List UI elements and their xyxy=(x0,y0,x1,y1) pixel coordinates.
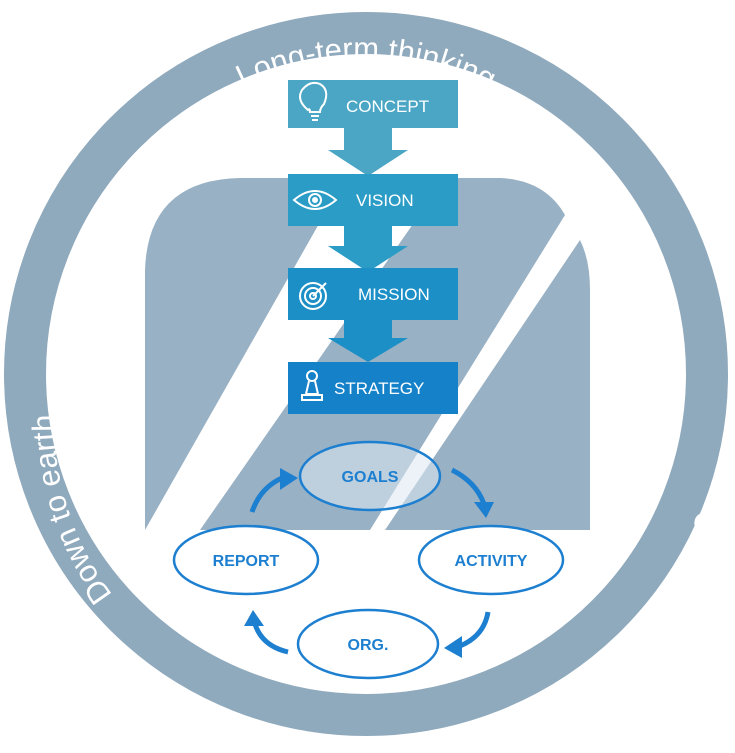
eye-icon xyxy=(292,190,338,210)
chess-pawn-icon xyxy=(301,370,323,401)
cycle-arrow-goals-activity xyxy=(450,467,487,505)
cycle: GOALS ACTIVITY ORG. REPORT xyxy=(172,440,565,680)
step-label: CONCEPT xyxy=(346,97,429,116)
step-mission: MISSION xyxy=(288,268,458,362)
outer-ring xyxy=(4,12,728,736)
cycle-node-goals xyxy=(298,440,442,512)
cycle-node-org xyxy=(296,608,440,680)
step-label: VISION xyxy=(356,191,414,210)
cycle-arrowhead-org-report xyxy=(244,610,264,626)
cycle-node-report xyxy=(172,524,320,596)
cycle-label-org: ORG. xyxy=(348,637,389,654)
cycle-node-activity xyxy=(417,524,565,596)
step-label: STRATEGY xyxy=(334,379,424,398)
cycle-arrow-activity-org xyxy=(458,611,491,649)
cycle-arrowhead-report-goals xyxy=(280,468,298,490)
step-label: MISSION xyxy=(358,285,430,304)
cycle-arrow-report-goals xyxy=(249,475,284,513)
lightbulb-icon xyxy=(299,81,328,121)
step-arrow xyxy=(328,226,408,272)
cycle-label-report: REPORT xyxy=(213,553,280,570)
step-strategy: STRATEGY xyxy=(288,362,458,414)
cycle-label-activity: ACTIVITY xyxy=(455,553,528,570)
target-icon xyxy=(299,282,327,310)
sign-left-panel xyxy=(145,178,345,530)
background-sign xyxy=(145,178,590,530)
step-concept: CONCEPT xyxy=(288,80,458,176)
step-arrow xyxy=(328,320,408,362)
cycle-arrowhead-activity-org xyxy=(444,636,462,658)
step-arrow xyxy=(328,128,408,176)
step-vision: VISION xyxy=(288,174,458,272)
sign-center-panel xyxy=(200,178,565,530)
cycle-arrow-org-report xyxy=(252,623,289,655)
cycle-arrowhead-goals-activity xyxy=(474,502,494,518)
cycle-label-goals: GOALS xyxy=(342,469,399,486)
sign-right-panel xyxy=(385,240,590,530)
